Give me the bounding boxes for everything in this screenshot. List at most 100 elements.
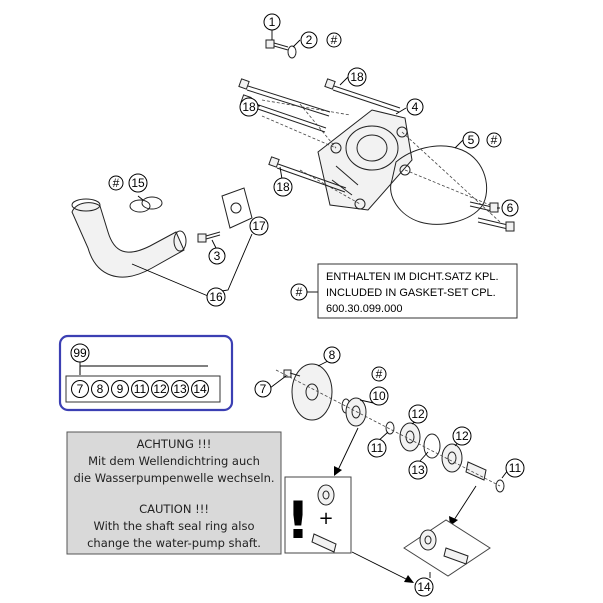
- svg-text:#: #: [296, 285, 303, 299]
- svg-text:#: #: [331, 33, 338, 47]
- kit-item-label: 8: [97, 382, 104, 396]
- clip-part-11a: [385, 421, 395, 435]
- washer-part-2: [287, 45, 297, 59]
- kit-item-8: 8: [91, 380, 109, 398]
- svg-text:#: #: [491, 133, 498, 147]
- svg-text:12: 12: [411, 407, 425, 421]
- callout-1: 1: [263, 13, 281, 31]
- bearing-part-12a: [399, 422, 421, 452]
- note-hash-callout: #: [290, 283, 308, 301]
- callout-12-a: 12: [408, 404, 428, 424]
- kit-item-label: 14: [193, 382, 207, 396]
- bolt-part-18c: [324, 78, 401, 113]
- bolt-part-7: [283, 369, 301, 378]
- impeller-axis-line: [275, 369, 501, 487]
- kit-item-11: 11: [131, 380, 149, 398]
- clip-part-11b: [495, 479, 505, 493]
- replace-together-symbol: ! +: [284, 476, 352, 554]
- arrow-to-symbol: [334, 427, 359, 476]
- callout-3: 3: [208, 247, 226, 265]
- note-line-3: 600.30.099.000: [326, 303, 402, 315]
- callout-2: 2: [300, 31, 318, 49]
- callout-5-hash: #: [486, 132, 502, 148]
- arrow-shaft-to-box: [449, 485, 477, 526]
- warning-en-line2: change the water-pump shaft.: [87, 536, 261, 550]
- callout-18-top: 18: [347, 67, 367, 87]
- callout-16: 16: [206, 287, 226, 307]
- o-ring-part-15b: [141, 196, 163, 210]
- note-line-1: ENTHALTEN IM DICHT.SATZ KPL.: [326, 271, 499, 283]
- kit-item-label: 11: [134, 382, 147, 396]
- bolt-part-1: [265, 39, 289, 51]
- warning-de-line1: Mit dem Wellendichtring auch: [88, 454, 260, 468]
- callout-11-b: 11: [505, 458, 525, 478]
- svg-text:16: 16: [209, 290, 223, 304]
- cover-gasket-part: [390, 145, 488, 225]
- warning-de-line2: die Wasserpumpenwelle wechseln.: [73, 471, 274, 485]
- svg-text:99: 99: [73, 346, 87, 360]
- svg-text:1: 1: [269, 15, 276, 29]
- plus-icon: +: [318, 508, 333, 529]
- svg-text:4: 4: [412, 100, 419, 114]
- warning-en-line1: With the shaft seal ring also: [93, 519, 254, 533]
- svg-text:5: 5: [468, 133, 475, 147]
- callout-5: 5: [462, 131, 480, 149]
- seal-ring-icon: [317, 484, 335, 506]
- svg-text:10: 10: [372, 389, 386, 403]
- bolt-part-18d: [268, 156, 347, 193]
- svg-text:11: 11: [371, 441, 384, 455]
- gasket-set-note: # ENTHALTEN IM DICHT.SATZ KPL. INCLUDED …: [290, 263, 518, 319]
- bearing-part-12b: [441, 443, 463, 473]
- o-ring-part-15a: [129, 199, 151, 213]
- seal-part-10: [345, 397, 367, 427]
- callout-14: 14: [414, 577, 434, 597]
- shaft-detail-box: [403, 519, 491, 577]
- svg-text:14: 14: [417, 580, 431, 594]
- flange-gasket-part-17: [221, 187, 253, 229]
- callout-10-hash: #: [371, 366, 387, 382]
- callout-15: 15: [128, 173, 148, 193]
- svg-text:11: 11: [509, 461, 522, 475]
- svg-text:18: 18: [242, 100, 256, 114]
- svg-text:13: 13: [411, 463, 425, 477]
- bolt-part-18b: [238, 78, 331, 117]
- kit-item-12: 12: [151, 380, 169, 398]
- svg-text:17: 17: [252, 219, 266, 233]
- warning-de-title: ACHTUNG !!!: [137, 437, 212, 451]
- callout-8: 8: [323, 346, 341, 364]
- svg-text:12: 12: [455, 429, 469, 443]
- callout-18-left: 18: [239, 97, 259, 117]
- kit-item-label: 13: [173, 382, 187, 396]
- callout-4: 4: [406, 98, 424, 116]
- svg-text:2: 2: [306, 33, 313, 47]
- exclamation-icon: !: [286, 491, 310, 551]
- kit-item-13: 13: [171, 380, 189, 398]
- svg-text:18: 18: [276, 180, 290, 194]
- shaft-part-14a: [465, 461, 487, 481]
- bolt-part-3: [197, 231, 221, 243]
- kit-item-label: 12: [153, 382, 167, 396]
- pump-cover-part: [317, 109, 413, 211]
- ring-part-13: [423, 433, 441, 459]
- callout-18-bottom: 18: [273, 177, 293, 197]
- note-line-2: INCLUDED IN GASKET-SET CPL.: [326, 287, 496, 299]
- callout-2-hash: #: [326, 32, 342, 48]
- callout-12-b: 12: [452, 426, 472, 446]
- impeller-part-8: [291, 363, 333, 421]
- detail-shaft-icon: [443, 547, 469, 565]
- callout-17: 17: [249, 216, 269, 236]
- svg-text:#: #: [376, 367, 383, 381]
- svg-text:7: 7: [260, 382, 267, 396]
- kit-item-label: 7: [77, 382, 84, 396]
- bolt-part-6: [469, 201, 515, 232]
- hose-part-16: [71, 198, 187, 278]
- detail-seal-icon: [419, 529, 437, 551]
- arrow-to-14: [351, 551, 431, 583]
- svg-text:#: #: [113, 176, 120, 190]
- warning-en-title: CAUTION !!!: [139, 502, 209, 516]
- svg-text:18: 18: [350, 70, 364, 84]
- callout-7: 7: [254, 380, 272, 398]
